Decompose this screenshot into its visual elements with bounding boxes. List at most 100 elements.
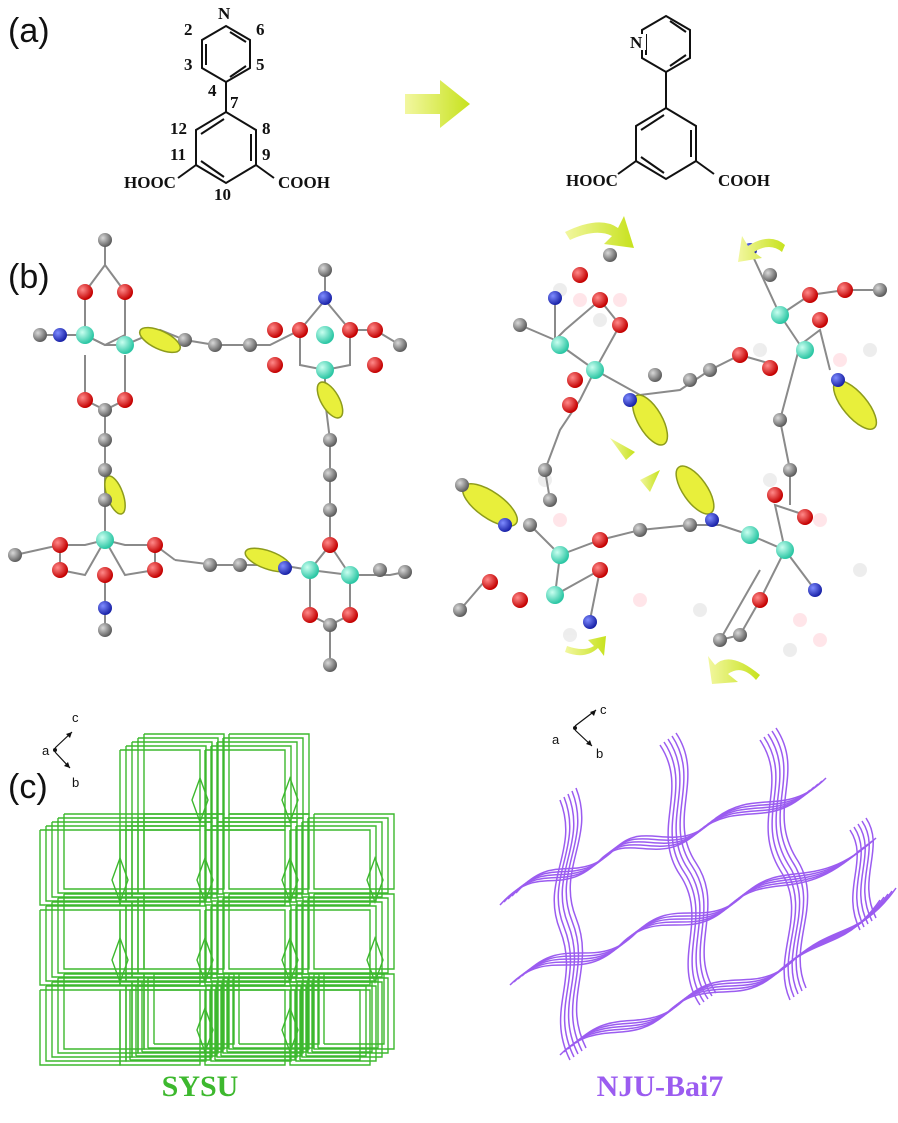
arrow-right-icon bbox=[405, 80, 470, 128]
network-strand bbox=[853, 826, 865, 928]
atom-label-9: 9 bbox=[262, 145, 271, 164]
network-node bbox=[366, 935, 384, 985]
atom-label-2: 2 bbox=[184, 20, 193, 39]
network-strand bbox=[865, 817, 877, 919]
network-strand bbox=[671, 735, 713, 997]
network-strand bbox=[849, 829, 861, 931]
network-edge bbox=[129, 989, 211, 1061]
network-edge bbox=[313, 813, 395, 890]
network-edge bbox=[307, 817, 389, 894]
network-node bbox=[366, 855, 384, 905]
network-strand bbox=[503, 786, 815, 903]
network-node bbox=[281, 1005, 299, 1055]
network-edge bbox=[131, 901, 213, 978]
axis-label-c: c bbox=[72, 710, 79, 725]
network-edge bbox=[131, 821, 213, 898]
network-node bbox=[111, 855, 129, 905]
network-strand bbox=[771, 730, 805, 992]
atom-label-3: 3 bbox=[184, 55, 193, 74]
atom-label-8: 8 bbox=[262, 119, 271, 138]
network-strand bbox=[675, 732, 717, 994]
network-edge bbox=[301, 901, 383, 978]
network-strand bbox=[857, 823, 869, 925]
network-node bbox=[111, 935, 129, 985]
network-edge bbox=[143, 893, 225, 970]
network-edge bbox=[214, 989, 296, 1061]
network-edge bbox=[216, 821, 298, 898]
nju-bai7-coordination-unit bbox=[453, 216, 887, 684]
network-edge bbox=[119, 909, 201, 986]
axis-label-b: b bbox=[72, 775, 79, 790]
network-strand bbox=[557, 796, 575, 1058]
network-edge bbox=[220, 985, 302, 1057]
atom-label-4: 4 bbox=[208, 81, 217, 100]
network-node bbox=[281, 935, 299, 985]
network-edge bbox=[226, 981, 308, 1053]
network-edge bbox=[323, 973, 385, 1045]
network-edge bbox=[307, 897, 389, 974]
network-edge bbox=[232, 977, 314, 1049]
network-edge bbox=[141, 981, 223, 1053]
network-name-sysu: SYSU bbox=[161, 1070, 239, 1103]
atom-label-n-right: N bbox=[630, 33, 643, 52]
network-node bbox=[191, 775, 209, 825]
network-edge bbox=[317, 977, 379, 1049]
sysu-network bbox=[39, 733, 395, 1066]
network-strand bbox=[569, 787, 587, 1049]
atom-label-6: 6 bbox=[256, 20, 265, 39]
network-edge bbox=[311, 981, 373, 1053]
axis-label-a: a bbox=[42, 743, 50, 758]
group-cooh-left: COOH bbox=[278, 173, 330, 192]
network-edge bbox=[137, 897, 219, 974]
group-hooc-right: HOOC bbox=[566, 171, 618, 190]
network-edge bbox=[147, 977, 229, 1049]
network-strand bbox=[563, 896, 885, 1053]
network-strand bbox=[553, 799, 571, 1061]
network-strand bbox=[559, 899, 881, 1056]
atom-label-5: 5 bbox=[256, 55, 265, 74]
network-strand bbox=[659, 744, 701, 1006]
network-edge bbox=[135, 985, 217, 1057]
network-strand bbox=[499, 789, 811, 906]
ligand-3-pyridyl-isophthalic-acid bbox=[617, 14, 715, 181]
network-node bbox=[196, 855, 214, 905]
atom-label-n: N bbox=[218, 4, 231, 23]
network-strand bbox=[561, 793, 579, 1055]
nju-bai7-network bbox=[499, 727, 897, 1061]
group-cooh-right: COOH bbox=[718, 171, 770, 190]
network-strand bbox=[571, 890, 893, 1047]
panel-label-c: (c) bbox=[8, 768, 48, 806]
network-edge bbox=[301, 821, 383, 898]
sysu-coordination-unit bbox=[8, 233, 412, 672]
network-edge bbox=[222, 817, 304, 894]
network-strand bbox=[663, 741, 705, 1003]
atom-label-10: 10 bbox=[214, 185, 231, 204]
axis-label-a: a bbox=[552, 732, 560, 747]
axis-label-c: c bbox=[600, 702, 607, 717]
ligand-4-pyridyl-isophthalic-acid bbox=[177, 24, 275, 185]
network-edge bbox=[204, 909, 286, 986]
network-name-nju-bai7: NJU-Bai7 bbox=[596, 1070, 724, 1103]
network-strand bbox=[775, 727, 809, 989]
network-strand bbox=[759, 739, 793, 1001]
network-strand bbox=[667, 738, 709, 1000]
atom-label-7: 7 bbox=[230, 93, 239, 112]
panel-label-a: (a) bbox=[8, 12, 50, 50]
network-strand bbox=[567, 893, 889, 1050]
network-edge bbox=[305, 985, 367, 1057]
network-edge bbox=[204, 829, 286, 906]
network-strand bbox=[861, 820, 873, 922]
network-edge bbox=[216, 901, 298, 978]
axis-indicator-right: c a b bbox=[552, 702, 607, 761]
network-strand bbox=[767, 733, 801, 995]
atom-label-12: 12 bbox=[170, 119, 187, 138]
network-strand bbox=[575, 887, 897, 1044]
network-edge bbox=[119, 829, 201, 906]
network-edge bbox=[289, 829, 371, 906]
curved-arrow-icon bbox=[565, 216, 785, 684]
network-edge bbox=[299, 989, 361, 1061]
network-edge bbox=[313, 893, 395, 970]
network-edge bbox=[289, 909, 371, 986]
axis-label-b: b bbox=[596, 746, 603, 761]
network-edge bbox=[228, 813, 310, 890]
